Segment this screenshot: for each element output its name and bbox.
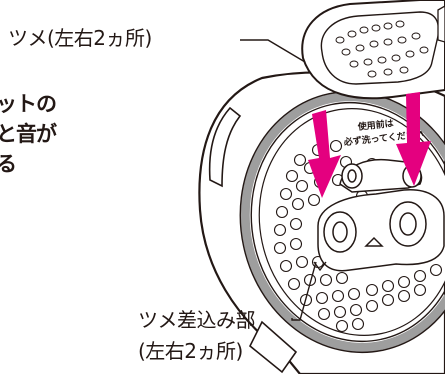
gasket-ring bbox=[240, 92, 445, 352]
side-note-line-1: ットの bbox=[0, 92, 57, 116]
insert-slot-left bbox=[313, 261, 327, 272]
arrow-left bbox=[308, 110, 341, 198]
detached-cover bbox=[301, 0, 445, 100]
gasket-ring-inner-edge bbox=[250, 101, 445, 343]
housing-bottom-step bbox=[248, 320, 298, 374]
insert-label-line-1: ツメ差込み部 bbox=[138, 308, 256, 332]
tab-label: ツメ(左右2ヵ所) bbox=[8, 26, 152, 50]
arrow-right bbox=[396, 92, 431, 186]
cover-text-line-1: 使用前は bbox=[356, 117, 394, 133]
leader-line-tab bbox=[240, 39, 306, 63]
cover-tab-right bbox=[437, 5, 445, 43]
gasket-ring-outer-edge bbox=[239, 90, 445, 354]
perforation-holes bbox=[273, 139, 443, 333]
side-note-line-3: る bbox=[0, 152, 17, 176]
cover-holes bbox=[335, 20, 429, 78]
valve-assembly bbox=[317, 158, 445, 272]
housing-shoulder bbox=[208, 106, 242, 188]
insert-arrows bbox=[308, 92, 431, 198]
insert-label-line-2: (左右2ヵ所) bbox=[138, 339, 243, 363]
side-note-line-2: と音が bbox=[0, 122, 57, 146]
leader-line-insert bbox=[291, 261, 317, 321]
